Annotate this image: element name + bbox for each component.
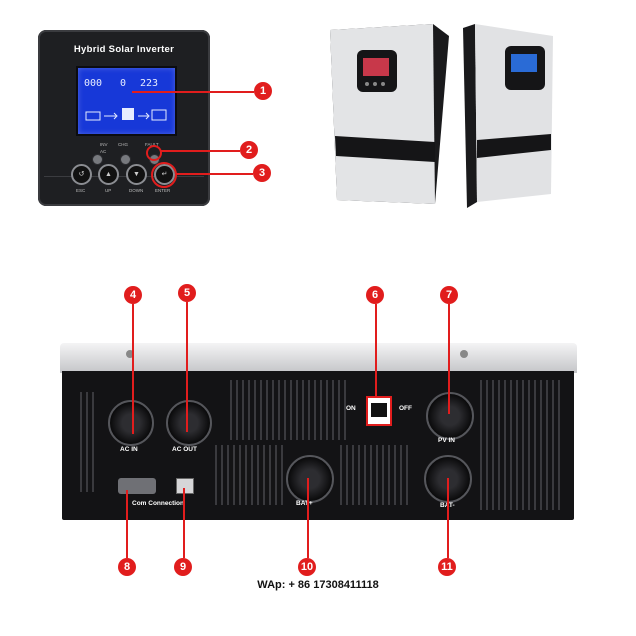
- switch-rocker-icon: [371, 403, 387, 417]
- callout-4: 4: [124, 286, 142, 304]
- ac-out-label: AC OUT: [172, 446, 197, 453]
- product-photo: [330, 24, 553, 208]
- inverter-lid: [60, 343, 577, 373]
- com-connection-label: Com Connection: [132, 500, 184, 507]
- vent-grille-lower-left: [215, 445, 285, 505]
- callout-ring-2: [146, 145, 162, 161]
- callout-line-9: [183, 488, 185, 558]
- pv-in-label: PV IN: [438, 437, 455, 444]
- esc-label: ESC: [76, 188, 86, 193]
- callout-line-7: [448, 304, 450, 414]
- ac-out-port: [166, 400, 212, 446]
- bat-plus-label: BAT+: [296, 500, 313, 507]
- contact-text: WAp: + 86 17308411118: [257, 579, 379, 591]
- callout-line-8: [126, 490, 128, 558]
- led-sublabel-ac: AC: [100, 149, 107, 154]
- lcd-right-value: 223: [140, 78, 159, 89]
- panel-title: Hybrid Solar Inverter: [73, 44, 175, 55]
- up-label: UP: [105, 188, 112, 193]
- esc-button[interactable]: ↺: [71, 164, 92, 185]
- up-button[interactable]: ▲: [98, 164, 119, 185]
- callout-2: 2: [240, 141, 258, 159]
- callout-ring-3: [151, 162, 177, 188]
- switch-on-label: ON: [346, 405, 356, 412]
- lcd-display: 000 0 223: [76, 66, 177, 136]
- callout-line-2: [160, 150, 240, 152]
- callout-1: 1: [254, 82, 272, 100]
- com-serial-port: [118, 478, 156, 494]
- lcd-center-value: 0: [120, 78, 127, 89]
- callout-line-5: [186, 302, 188, 432]
- down-label: DOWN: [129, 188, 144, 193]
- lid-screw-left: [126, 350, 134, 358]
- vent-grille-left: [80, 392, 98, 492]
- callout-11: 11: [438, 558, 456, 576]
- callout-3: 3: [253, 164, 271, 182]
- callout-line-3: [175, 173, 253, 175]
- callout-line-11: [447, 478, 449, 558]
- callout-line-10: [307, 478, 309, 558]
- callout-line-1: [132, 91, 254, 93]
- front-panel: Hybrid Solar Inverter 000 0 223 INV CHG …: [38, 30, 210, 206]
- callout-7: 7: [440, 286, 458, 304]
- enter-label: ENTER: [155, 188, 171, 193]
- led-inv: [92, 154, 103, 165]
- callout-line-6: [375, 304, 377, 396]
- ac-in-port: [108, 400, 154, 446]
- usb-port: [176, 478, 194, 494]
- pv-in-port: [426, 392, 474, 440]
- callout-9: 9: [174, 558, 192, 576]
- switch-off-label: OFF: [399, 405, 412, 412]
- bat-plus-port: [286, 455, 334, 503]
- lid-screw-right: [460, 350, 468, 358]
- lcd-energy-flow-icon: [85, 108, 167, 121]
- led-label-fault: FAULT: [145, 142, 159, 147]
- down-button[interactable]: ▼: [126, 164, 147, 185]
- led-chg: [120, 154, 131, 165]
- vent-grille-right: [480, 380, 560, 510]
- vent-grille-lower-mid: [340, 445, 410, 505]
- down-arrow-icon: ▼: [133, 171, 140, 178]
- up-arrow-icon: ▲: [105, 171, 112, 178]
- lcd-left-value: 000: [84, 78, 103, 89]
- ac-in-label: AC IN: [120, 446, 138, 453]
- led-label-chg: CHG: [118, 142, 128, 147]
- panel-divider: [44, 176, 204, 177]
- callout-8: 8: [118, 558, 136, 576]
- callout-line-4: [132, 304, 134, 434]
- esc-icon: ↺: [78, 171, 85, 178]
- vent-grille-upper: [230, 380, 350, 440]
- callout-6: 6: [366, 286, 384, 304]
- power-switch[interactable]: [366, 396, 392, 426]
- callout-10: 10: [298, 558, 316, 576]
- callout-5: 5: [178, 284, 196, 302]
- led-label-inv: INV: [100, 142, 108, 147]
